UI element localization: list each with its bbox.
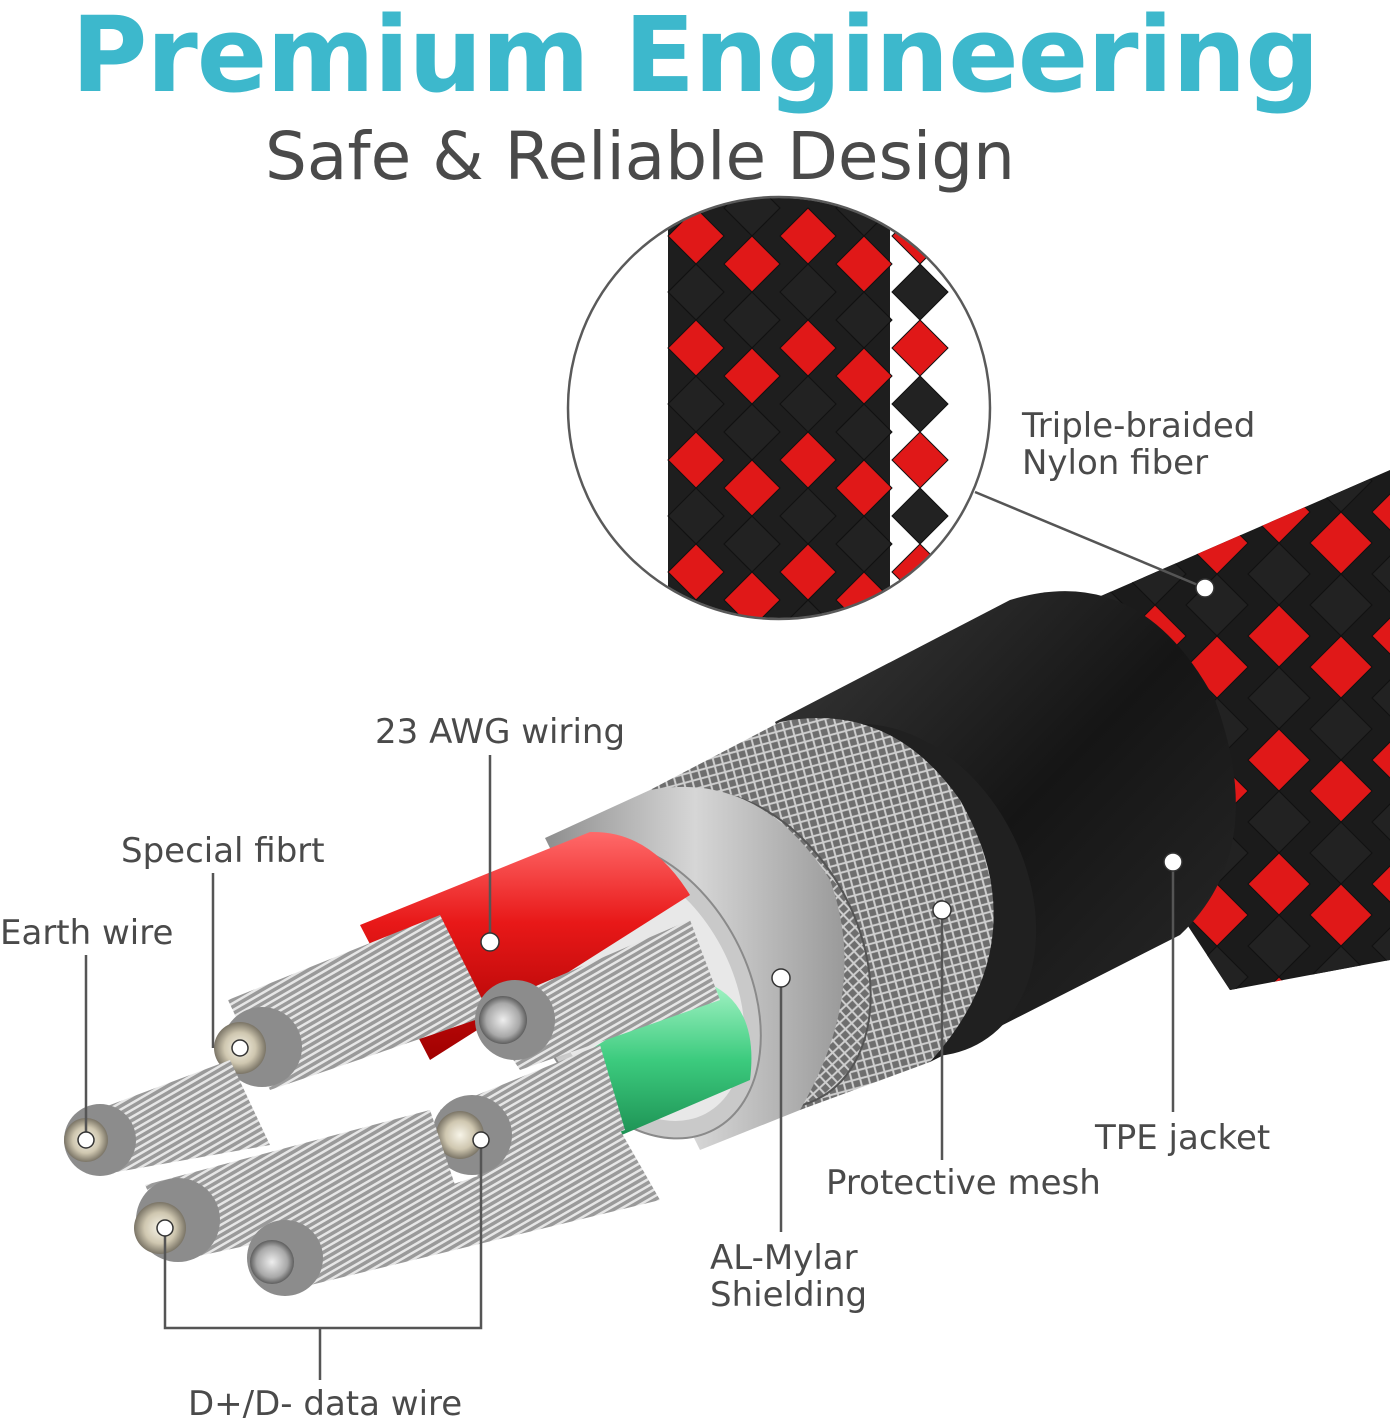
braid-strand bbox=[1309, 759, 1373, 823]
braid-strand bbox=[1247, 914, 1311, 978]
braid-strand bbox=[1309, 511, 1373, 575]
braid-strand bbox=[1247, 728, 1311, 792]
braid-strand bbox=[1248, 1039, 1310, 1101]
braid-strand bbox=[1247, 976, 1311, 990]
braid-strand bbox=[1061, 511, 1125, 575]
braid-strand bbox=[724, 628, 780, 684]
braid-strand bbox=[1123, 480, 1187, 544]
label-earth-wire: Earth wire bbox=[0, 913, 174, 953]
braid-strand bbox=[779, 207, 837, 265]
braid-strand bbox=[723, 515, 781, 573]
braid-strand bbox=[1247, 666, 1311, 730]
braid-strand bbox=[779, 375, 837, 433]
braid-strand bbox=[835, 291, 893, 349]
braid-strand bbox=[1371, 666, 1390, 730]
braid-strand bbox=[1309, 821, 1373, 885]
braid-strand bbox=[1371, 852, 1390, 916]
braid-strand bbox=[891, 487, 949, 545]
label-data-wire: D+/D- data wire bbox=[188, 1384, 463, 1424]
braid-strand bbox=[779, 543, 837, 601]
label-awg-wiring: 23 AWG wiring bbox=[375, 712, 626, 752]
braid-strand bbox=[667, 487, 725, 545]
braid-strand bbox=[1124, 1039, 1186, 1101]
braid-strand bbox=[1309, 883, 1373, 947]
label-al-mylar-line2: Shielding bbox=[710, 1274, 868, 1315]
label-protective-mesh: Protective mesh bbox=[826, 1163, 1101, 1203]
braid-strand bbox=[1186, 1008, 1248, 1070]
leader-lines bbox=[84, 490, 1206, 1380]
callout-dots bbox=[77, 578, 1215, 1237]
braid-strand bbox=[1371, 604, 1390, 668]
braid-strand bbox=[1372, 1039, 1390, 1101]
braid-strand bbox=[668, 656, 724, 712]
braid-strand bbox=[1000, 480, 1063, 544]
braid-strand bbox=[723, 291, 781, 349]
braid-strand bbox=[779, 319, 837, 377]
braid-strand bbox=[723, 347, 781, 405]
braid-strand bbox=[835, 347, 893, 405]
braid-strand bbox=[1000, 1101, 1062, 1163]
braid-strand bbox=[891, 263, 949, 321]
braid-strand bbox=[835, 515, 893, 573]
braid-strand bbox=[835, 403, 893, 461]
braid-strand bbox=[1371, 976, 1390, 990]
strand-bundle-bottom bbox=[247, 1130, 660, 1296]
strand-bundle-mid bbox=[475, 920, 720, 1070]
braid-strand bbox=[1371, 790, 1390, 854]
braid-strand bbox=[1372, 1101, 1390, 1163]
strand-bundle-top bbox=[214, 915, 490, 1090]
braid-strand bbox=[723, 403, 781, 461]
braid-strand bbox=[1123, 976, 1187, 990]
braid-strand bbox=[891, 319, 949, 377]
braid-strand bbox=[667, 375, 725, 433]
label-braided-nylon-line2: Nylon fiber bbox=[1022, 442, 1209, 483]
braid-strand bbox=[1247, 542, 1311, 606]
braid-strand bbox=[1371, 542, 1390, 606]
braid-strand bbox=[1371, 728, 1390, 792]
braid-strand bbox=[891, 375, 949, 433]
braid-strand bbox=[891, 431, 949, 489]
braid-strand bbox=[1309, 635, 1373, 699]
strand-bundle-earth bbox=[64, 1060, 270, 1176]
braid-strand bbox=[723, 459, 781, 517]
label-tpe-jacket: TPE jacket bbox=[1095, 1118, 1271, 1158]
braid-strand bbox=[1247, 604, 1311, 668]
braid-strand bbox=[835, 235, 893, 293]
braid-strand bbox=[779, 431, 837, 489]
braid-strand bbox=[779, 263, 837, 321]
braid-strand bbox=[1247, 852, 1311, 916]
braid-strand bbox=[835, 459, 893, 517]
braid-strand bbox=[667, 431, 725, 489]
braid-strand bbox=[1309, 697, 1373, 761]
label-braided-nylon: Triple-braided Nylon fiber bbox=[1022, 408, 1255, 481]
label-special-fiber: Special fibrt bbox=[121, 831, 325, 871]
page-title: Premium Engineering bbox=[71, 0, 1319, 116]
braid-strand bbox=[779, 487, 837, 545]
braid-strand bbox=[1000, 1039, 1062, 1101]
braid-strand bbox=[723, 198, 781, 237]
braid-strand bbox=[1062, 1008, 1124, 1070]
braid-strand bbox=[667, 319, 725, 377]
braid-strand bbox=[723, 235, 781, 293]
braid-strand bbox=[667, 263, 725, 321]
label-al-mylar-line1: AL-Mylar bbox=[710, 1238, 858, 1278]
braid-strand bbox=[1309, 573, 1373, 637]
conductors bbox=[64, 831, 752, 1296]
page-subtitle: Safe & Reliable Design bbox=[265, 118, 1015, 195]
braid-strand bbox=[1247, 790, 1311, 854]
braid-strand bbox=[1310, 1008, 1372, 1070]
label-braided-nylon-line1: Triple-braided bbox=[1022, 406, 1256, 446]
braid-strand bbox=[1371, 480, 1390, 544]
braid-strand bbox=[667, 543, 725, 601]
braid-strand bbox=[1310, 1070, 1372, 1132]
label-al-mylar: AL-Mylar Shielding bbox=[710, 1240, 867, 1313]
strand-bundle-data-left bbox=[134, 1110, 460, 1262]
